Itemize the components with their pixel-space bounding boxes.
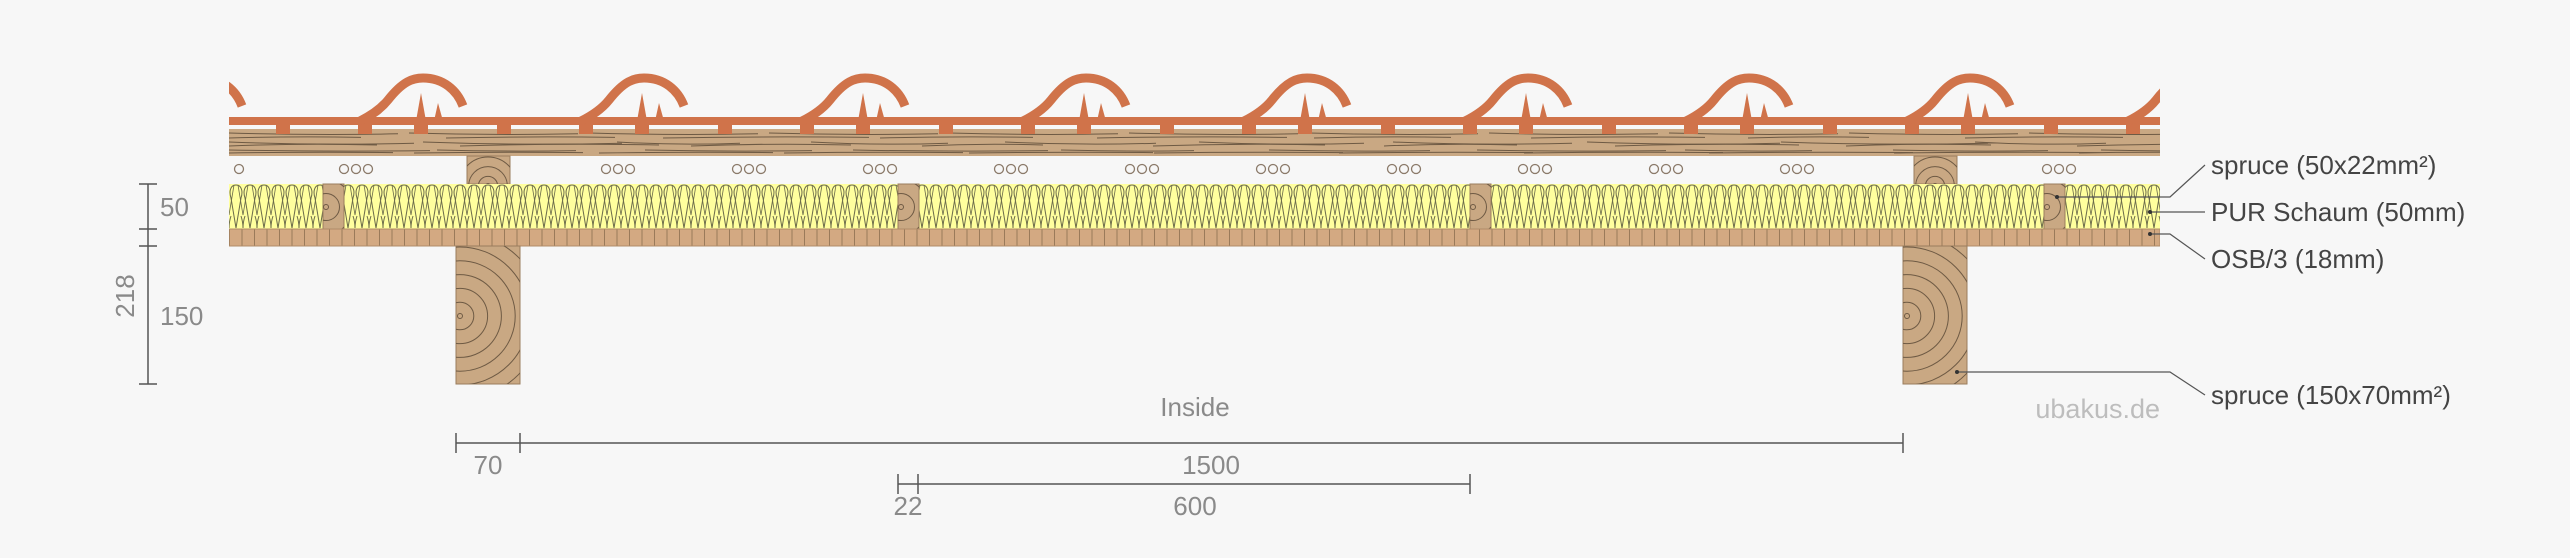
tile-hook [1077, 125, 1091, 134]
inside-label: Inside [1160, 392, 1229, 422]
roof-tile [578, 73, 732, 134]
height-dimension: 50 150 218 [110, 183, 203, 385]
tile-hook [1961, 125, 1975, 134]
dim-rafter-height: 150 [160, 301, 203, 331]
air-gap-circles [1255, 163, 1291, 175]
roof-tile-bar [229, 117, 2160, 125]
roof-tile [1683, 73, 1837, 134]
tile-hook [276, 125, 290, 134]
roof-tile [1462, 73, 1616, 134]
dim-rafter-width: 70 [474, 450, 503, 480]
roof-tile [799, 73, 953, 134]
tile-hook [579, 125, 593, 134]
spruce-batten [1469, 183, 1492, 230]
roof-tile [357, 73, 511, 134]
tile-hook [358, 125, 372, 134]
tile-hook [718, 125, 732, 134]
tile-hook [1740, 125, 1754, 134]
dim-batten-spacing: 600 [1173, 491, 1216, 521]
rafter [455, 245, 521, 385]
air-gap-circles [862, 163, 898, 175]
roof-lath-band [229, 129, 2160, 156]
counter-batten [466, 155, 511, 185]
tile-hook [137, 125, 151, 134]
air-gap-circles [731, 163, 767, 175]
osb-board [229, 228, 2160, 247]
tile-hook [1298, 125, 1312, 134]
air-gap-circles [2041, 163, 2077, 175]
dim-insulation-height: 50 [160, 192, 189, 222]
batten-dimension: 22 600 [894, 474, 1471, 521]
air-gap-circles [600, 163, 636, 175]
label-counter-batten: spruce (50x22mm²) [2211, 150, 2436, 180]
insulation-layer [229, 184, 2160, 229]
air-gap-circle [233, 163, 245, 175]
tile-hook [1463, 125, 1477, 134]
tile-hook [1823, 125, 1837, 134]
label-rafter: spruce (150x70mm²) [2211, 380, 2451, 410]
leader-lines [1957, 164, 2206, 396]
tile-hook [414, 125, 428, 134]
roof-tile [2125, 88, 2279, 134]
tile-hook [1021, 125, 1035, 134]
tile-hook [1160, 125, 1174, 134]
tile-hook [2265, 125, 2279, 134]
watermark: ubakus.de [2035, 394, 2160, 424]
tile-hook [1242, 125, 1256, 134]
roof-tile [137, 81, 290, 134]
dim-total-height: 218 [110, 274, 140, 317]
rafter [1902, 245, 1968, 385]
tile-hook [1602, 125, 1616, 134]
air-gap-circles [1648, 163, 1684, 175]
tile-hook [2044, 125, 2058, 134]
dim-batten-width: 22 [894, 491, 923, 521]
tile-hook [193, 125, 207, 134]
air-gap-circles [993, 163, 1029, 175]
roof-tile [1020, 73, 1174, 134]
air-gap-circles [1386, 163, 1422, 175]
air-gap-circles [338, 163, 374, 175]
label-osb: OSB/3 (18mm) [2211, 244, 2384, 274]
tile-hook [1684, 125, 1698, 134]
dim-rafter-spacing: 1500 [1182, 450, 1240, 480]
rafter-dimension: 70 1500 [455, 433, 1904, 480]
air-gap-circles [1517, 163, 1553, 175]
tile-hook [497, 125, 511, 134]
tile-hook [2126, 125, 2140, 134]
tile-hook [1381, 125, 1395, 134]
air-gap-circles [1779, 163, 1815, 175]
tile-hook [2182, 125, 2196, 134]
tile-hook [635, 125, 649, 134]
tile-hook [856, 125, 870, 134]
tile-hook [1905, 125, 1919, 134]
tile-hook [800, 125, 814, 134]
wood-grain [229, 132, 2160, 154]
roof-tile [1904, 73, 2058, 134]
tile-hook [1519, 125, 1533, 134]
air-gap-circles [1124, 163, 1160, 175]
label-insulation: PUR Schaum (50mm) [2211, 197, 2465, 227]
roof-tile [1241, 73, 1395, 134]
tile-hook [939, 125, 953, 134]
